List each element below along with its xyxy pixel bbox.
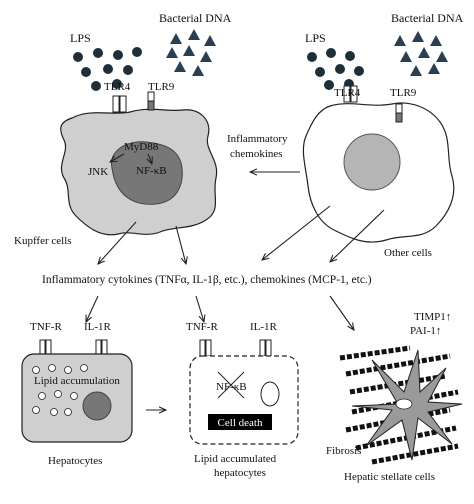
il1r-left-label: IL-1R xyxy=(84,321,112,333)
tnfr-mid-label: TNF-R xyxy=(186,321,218,333)
hepatocyte-nucleus xyxy=(82,391,112,421)
inflammatory-chemokines-label-1: Inflammatory xyxy=(227,133,288,145)
tlr9-left-label: TLR9 xyxy=(148,81,175,93)
nfkb-cross-mark xyxy=(217,371,245,399)
lipid-accumulation-label: Lipid accumulation xyxy=(34,375,120,387)
nfkb-label: NF-κB xyxy=(136,165,167,177)
other-to-cytokines-arrow-2 xyxy=(330,209,385,262)
kupffer-nucleus xyxy=(111,141,183,205)
cell-death-box xyxy=(208,414,272,430)
lipid-hepatocytes-label-2: hepatocytes xyxy=(214,467,266,479)
hepatocytes-label: Hepatocytes xyxy=(48,455,102,467)
dna-triangles-left xyxy=(166,29,216,76)
tlr9-receptor-right xyxy=(395,103,403,123)
lipid-droplet-mid xyxy=(260,381,280,407)
il1r-receptor-mid xyxy=(259,339,272,357)
cell-death-label: Cell death xyxy=(218,417,263,429)
lipid-hepatocytes-label-1: Lipid accumulated xyxy=(194,453,277,465)
tlr4-left-label: TLR4 xyxy=(104,81,131,93)
pai1-label: PAI-1↑ xyxy=(410,325,441,337)
tnfr-left-label: TNF-R xyxy=(30,321,62,333)
cytokines-to-stellate-arrow xyxy=(329,295,354,330)
other-cell-nucleus xyxy=(343,133,401,191)
il1r-mid-label: IL-1R xyxy=(250,321,278,333)
lipid-hepatocyte-cell-body xyxy=(189,355,299,445)
lps-dots-right xyxy=(307,48,364,90)
tnfr-receptor-mid xyxy=(199,339,212,357)
lps-right-label: LPS xyxy=(305,31,326,45)
cytokines-to-hepatocytes-arrow xyxy=(86,295,99,322)
kupffer-to-cytokines-arrow-1 xyxy=(98,221,137,264)
fibrosis-label: Fibrosis xyxy=(326,445,361,457)
kupffer-to-cytokines-arrow-2 xyxy=(175,225,186,264)
jnk-label: JNK xyxy=(88,166,108,178)
bacterial-dna-left-label: Bacterial DNA xyxy=(159,11,232,25)
hepatic-stellate-cells-label: Hepatic stellate cells xyxy=(344,471,435,483)
timp1-label: TIMP1↑ xyxy=(414,311,451,323)
cytokines-label: Inflammatory cytokines (TNFα, IL-1β, etc… xyxy=(42,274,372,286)
kupffer-cells-label: Kupffer cells xyxy=(14,235,72,247)
lps-dots-left xyxy=(73,47,142,91)
other-to-cytokines-arrow-1 xyxy=(262,205,331,260)
dna-triangles-right xyxy=(394,31,448,76)
lipid-droplets xyxy=(32,364,88,416)
tlr4-receptor-left xyxy=(112,95,127,113)
stellate-nucleus xyxy=(395,398,413,410)
myd88-to-nfkb-arrow xyxy=(148,153,152,164)
inflammatory-chemokines-label-2: chemokines xyxy=(230,148,283,160)
nfkb-mid-label: NF-κB xyxy=(216,381,247,393)
tlr4-right-label: TLR4 xyxy=(334,87,361,99)
myd88-to-jnk-arrow xyxy=(110,153,125,162)
other-cells-label: Other cells xyxy=(384,247,432,259)
cytokines-to-lipid-hepatocytes-arrow xyxy=(195,295,204,322)
tlr9-right-label: TLR9 xyxy=(390,87,417,99)
tlr4-receptor-right xyxy=(343,85,358,103)
tlr9-receptor-left xyxy=(147,91,155,111)
bacterial-dna-right-label: Bacterial DNA xyxy=(391,11,464,25)
lps-left-label: LPS xyxy=(70,31,91,45)
myd88-label: MyD88 xyxy=(124,141,159,153)
